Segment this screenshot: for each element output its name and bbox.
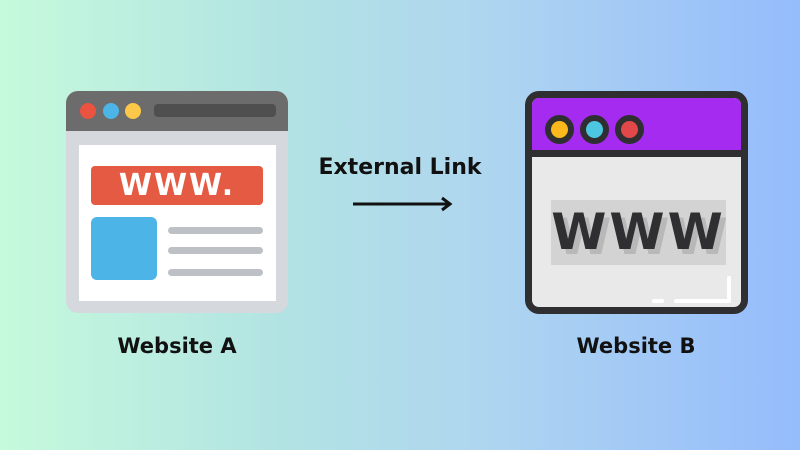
www-banner: WWW. <box>91 166 263 205</box>
website-a-label: Website A <box>117 334 237 358</box>
yellow-dot-icon <box>545 115 574 144</box>
website-a-content: WWW. <box>79 145 276 301</box>
www-box: WWW <box>551 200 726 265</box>
address-bar <box>154 104 276 117</box>
text-line-icon <box>168 227 263 234</box>
reflection-mark <box>727 276 731 303</box>
reflection-mark <box>652 299 664 303</box>
maximize-dot-icon <box>125 103 141 119</box>
website-b-titlebar <box>532 98 741 157</box>
text-line-icon <box>168 247 263 254</box>
website-b-label: Website B <box>576 334 696 358</box>
minimize-dot-icon <box>103 103 119 119</box>
website-a-window-icon: WWW. <box>66 91 288 313</box>
cyan-dot-icon <box>580 115 609 144</box>
text-line-icon <box>168 269 263 276</box>
close-dot-icon <box>80 103 96 119</box>
image-placeholder-icon <box>91 217 157 280</box>
website-b-window-icon: WWW <box>525 91 748 314</box>
reflection-mark <box>674 299 731 303</box>
external-link-label: External Link <box>318 155 482 180</box>
red-dot-icon <box>615 115 644 144</box>
website-a-titlebar <box>66 91 288 131</box>
arrow-right-icon <box>353 196 453 212</box>
